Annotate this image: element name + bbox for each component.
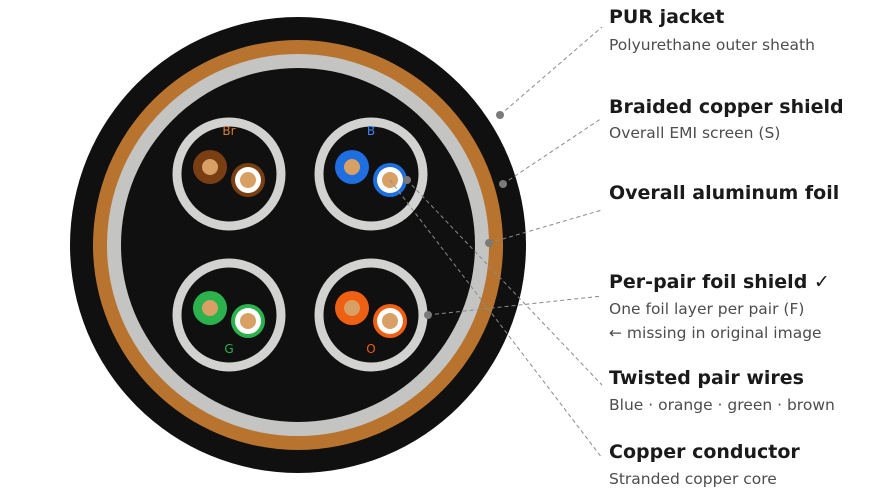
copper-conductor: [202, 300, 218, 316]
leader-braided-shield: [502, 117, 603, 185]
callout-subtitle: Overall EMI screen (S): [609, 124, 780, 142]
callout-title: Overall aluminum foil: [609, 182, 839, 204]
pair-letter-label: O: [366, 342, 375, 356]
leader-twisted-pair: [406, 179, 603, 386]
twisted-pair-brown: Br: [172, 117, 286, 231]
callout-title: Twisted pair wires: [609, 367, 804, 389]
cable-body: [70, 17, 526, 473]
pair-letter-label: G: [224, 342, 233, 356]
callout-subtitle: Polyurethane outer sheath: [609, 36, 815, 54]
copper-conductor: [202, 159, 218, 175]
pair-letter-label: B: [367, 124, 375, 138]
callout-title: Copper conductor: [609, 441, 800, 463]
leader-copper-conductor: [389, 179, 603, 459]
copper-conductor: [382, 313, 398, 329]
pair-foil-shield-ring: [314, 117, 428, 231]
copper-conductor: [240, 313, 256, 329]
callout-labels: PUR jacket Polyurethane outer sheath Bra…: [609, 6, 844, 488]
callout-title: Braided copper shield: [609, 96, 844, 118]
leader-dot: [499, 180, 507, 188]
pair-foil-shield-ring: [172, 258, 286, 372]
inner-filler: [121, 68, 475, 422]
leader-dot: [496, 111, 504, 119]
pair-foil-shield-ring: [314, 258, 428, 372]
twisted-pair-green: G: [172, 258, 286, 372]
leader-pur-jacket: [499, 26, 603, 116]
leader-lines: [389, 26, 603, 459]
callout-title: PUR jacket: [609, 6, 724, 28]
leader-dot: [403, 176, 411, 184]
leader-aluminum-foil: [488, 209, 603, 244]
copper-conductor: [344, 300, 360, 316]
leader-pair-foil: [427, 295, 603, 316]
twisted-pair-orange: O: [314, 258, 428, 372]
copper-conductor: [344, 159, 360, 175]
callout-title: Per-pair foil shield ✓: [609, 271, 830, 293]
callout-subtitle: Stranded copper core: [609, 470, 777, 488]
callout-subtitle: One foil layer per pair (F): [609, 300, 804, 318]
leader-dot: [424, 311, 432, 319]
callout-subtitle: ← missing in original image: [609, 324, 822, 342]
leader-dot: [485, 239, 493, 247]
copper-conductor: [240, 172, 256, 188]
pair-foil-shield-ring: [172, 117, 286, 231]
pair-letter-label: Br: [222, 124, 235, 138]
callout-subtitle: Blue · orange · green · brown: [609, 396, 835, 414]
